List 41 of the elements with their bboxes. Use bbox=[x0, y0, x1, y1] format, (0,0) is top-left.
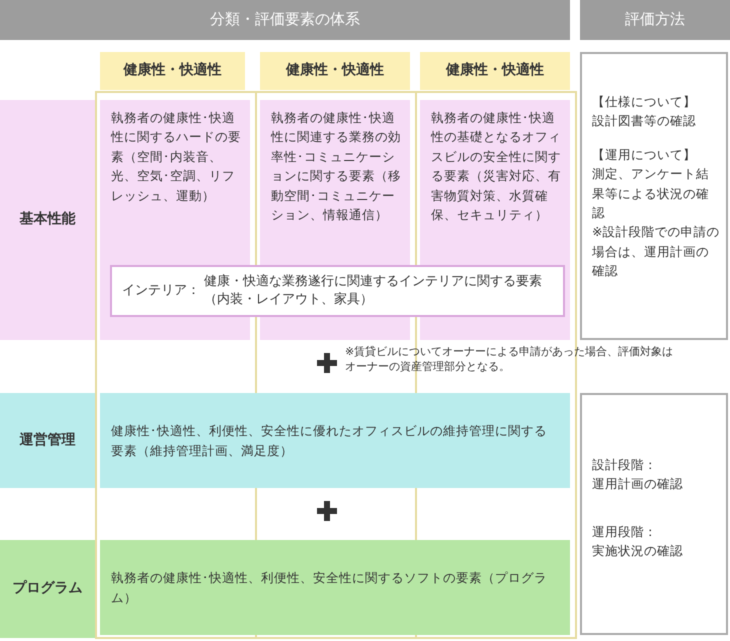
section-header bbox=[0, 0, 570, 40]
category-text: 運営管理 bbox=[20, 430, 76, 450]
method-text: 【仕様について】 bbox=[592, 93, 697, 111]
category-text: プログラム bbox=[12, 579, 82, 598]
cell-text: 執務者の健康性･快適性の基礎となるオフィスビルの安全性に関する要素（災害対応、有害物質対策、水質確保、セキュリティ） bbox=[431, 109, 562, 224]
category-text: 基本性能 bbox=[20, 210, 76, 230]
category-label bbox=[0, 100, 95, 340]
method-text: 【運用について】 bbox=[592, 146, 697, 164]
method-text: 設計段階： bbox=[592, 456, 658, 474]
note-text: ※賃貸ビルについてオーナーによる申請があった場合、評価対象はオーナーの資産管理部分となる。 bbox=[345, 345, 674, 375]
interior-box bbox=[110, 265, 565, 317]
method-text: 運用段階： bbox=[592, 522, 658, 541]
interior-text: インテリア： bbox=[122, 282, 200, 300]
method-text: 運用計画の確認 bbox=[592, 475, 684, 494]
header-text: 健康性・快適性 bbox=[124, 60, 222, 80]
method-text: ※設計段階での申請の場合は、運用計画の確認 bbox=[592, 223, 720, 280]
method-box bbox=[580, 52, 728, 340]
category-label bbox=[0, 393, 95, 488]
method-text: 実施状況の確認 bbox=[592, 542, 684, 560]
category-cell bbox=[100, 393, 570, 488]
header-text: 健康性・快適性 bbox=[286, 60, 384, 80]
header-text: 分類・評価要素の体系 bbox=[210, 9, 360, 30]
cell-text: 健康性･快適性、利便性、安全性に優れたオフィスビルの維持管理に関する要素（維持管理計画、満足度） bbox=[111, 422, 548, 460]
method-box bbox=[580, 393, 728, 635]
interior-text: 健康・快適な業務遂行に関連するインテリアに関する要素（内装・レイアウト、家具） bbox=[204, 273, 543, 309]
section-header bbox=[580, 0, 730, 40]
category-cell bbox=[260, 100, 410, 260]
category-cell bbox=[100, 540, 570, 635]
category-cell bbox=[420, 100, 570, 260]
header-text: 健康性・快適性 bbox=[446, 60, 544, 80]
cell-text: 執務者の健康性･快適性に関するハードの要素（空間･内装音、光、空気･空調、リフレッシュ、運動） bbox=[111, 109, 242, 204]
method-text: 設計図書等の確認 bbox=[592, 112, 697, 130]
category-cell bbox=[100, 100, 250, 260]
column-header bbox=[420, 52, 570, 90]
method-text: 測定、アンケート結果等による状況の確認 bbox=[592, 165, 710, 222]
cell-text: 執務者の健康性･快適性に関連する業務の効率性･コミュニケーションに関する要素（移動空間･コミュニケーション、情報通信） bbox=[271, 109, 402, 224]
column-header bbox=[100, 52, 245, 90]
category-label bbox=[0, 540, 95, 638]
column-header bbox=[260, 52, 410, 90]
cell-text: 執務者の健康性･快適性、利便性、安全性に関するソフトの要素（プログラム） bbox=[111, 569, 548, 606]
header-text: 評価方法 bbox=[625, 9, 685, 30]
